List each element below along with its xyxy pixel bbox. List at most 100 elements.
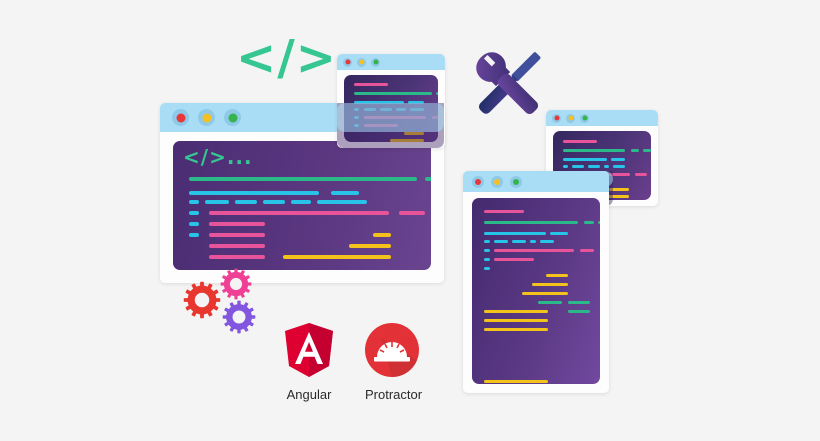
code-line [584, 221, 594, 224]
code-line [399, 211, 425, 215]
protractor-logo[interactable]: Protractor [365, 322, 423, 402]
window-tall-titlebar[interactable] [463, 171, 609, 192]
code-line [331, 191, 359, 195]
code-line [404, 132, 424, 135]
minimize-button-icon[interactable] [491, 175, 503, 188]
code-line [484, 249, 490, 252]
window-tall[interactable] [463, 171, 609, 393]
code-line [349, 244, 391, 248]
code-line [643, 149, 651, 152]
maximize-button-icon[interactable] [224, 109, 241, 126]
window-right-small-titlebar[interactable] [546, 110, 658, 126]
maximize-button-icon[interactable] [580, 113, 589, 123]
code-line [390, 139, 424, 142]
close-button-icon[interactable] [472, 175, 484, 188]
code-line [563, 149, 625, 152]
code-line [354, 101, 404, 104]
code-line [209, 222, 265, 226]
code-line [563, 140, 597, 143]
code-line [189, 233, 199, 237]
code-line [354, 92, 432, 95]
window-tall-traffic-lights[interactable] [472, 175, 522, 188]
minimize-button-icon[interactable] [566, 113, 575, 123]
code-line [631, 149, 639, 152]
protractor-circle-icon [365, 323, 419, 377]
gear-purple [222, 300, 256, 334]
angular-logo[interactable]: Angular [283, 322, 335, 402]
code-line [611, 158, 625, 161]
code-line [189, 191, 319, 195]
window-top-small-titlebar[interactable] [337, 54, 445, 70]
code-line [563, 158, 607, 161]
code-line [512, 240, 526, 243]
window-tall-code-area [472, 198, 600, 384]
code-line [209, 244, 265, 248]
close-button-icon[interactable] [552, 113, 561, 123]
code-line [540, 240, 554, 243]
code-line [484, 258, 490, 261]
code-line [484, 380, 548, 383]
code-line [484, 240, 490, 243]
code-line [609, 188, 629, 191]
code-line [189, 222, 199, 226]
code-line [209, 233, 265, 237]
gear-red [183, 281, 221, 319]
code-line [580, 249, 594, 252]
window-right-small-traffic-lights[interactable] [552, 113, 589, 123]
code-line [484, 232, 546, 235]
code-line [522, 292, 568, 295]
maximize-button-icon[interactable] [510, 175, 522, 188]
code-line [484, 221, 578, 224]
code-line [484, 319, 548, 322]
angular-logo-label: Angular [286, 387, 332, 402]
code-line [604, 165, 609, 168]
gear-pink [220, 268, 252, 300]
minimize-button-icon[interactable] [198, 109, 215, 126]
code-line [283, 255, 391, 259]
code-line [425, 177, 431, 181]
code-line [597, 195, 629, 198]
code-line [530, 240, 536, 243]
code-line [354, 83, 388, 86]
code-line [484, 210, 524, 213]
code-line [613, 165, 625, 168]
code-line [635, 173, 647, 176]
code-line [436, 92, 438, 95]
code-line [494, 240, 508, 243]
code-line [532, 283, 568, 286]
code-line [550, 232, 568, 235]
protractor-logo-label: Protractor [365, 387, 423, 402]
code-line [408, 101, 424, 104]
close-button-icon[interactable] [343, 57, 352, 67]
window-main-traffic-lights[interactable] [172, 109, 241, 126]
code-line [209, 211, 389, 215]
code-line [373, 233, 391, 237]
code-line [205, 200, 229, 204]
minimize-button-icon[interactable] [357, 57, 366, 67]
code-line [209, 255, 265, 259]
code-line [235, 200, 257, 204]
code-line [546, 274, 568, 277]
code-line [568, 301, 590, 304]
code-line [317, 200, 367, 204]
code-line [572, 165, 584, 168]
code-line [484, 267, 490, 270]
window-top-small-traffic-lights[interactable] [343, 57, 380, 67]
window-main-code-area: </>... [173, 141, 431, 270]
code-line [568, 310, 590, 313]
code-line [484, 310, 548, 313]
angular-shield-icon [285, 323, 333, 377]
overlap-plate-titlebar-top [337, 103, 444, 132]
code-line [598, 221, 600, 224]
code-line [588, 165, 600, 168]
close-button-icon[interactable] [172, 109, 189, 126]
code-line [494, 258, 534, 261]
code-line [189, 177, 417, 181]
code-line [538, 301, 562, 304]
code-line [563, 165, 568, 168]
code-line [189, 211, 199, 215]
maximize-button-icon[interactable] [371, 57, 380, 67]
code-line [494, 249, 574, 252]
code-tag-inline: </>... [183, 145, 253, 169]
